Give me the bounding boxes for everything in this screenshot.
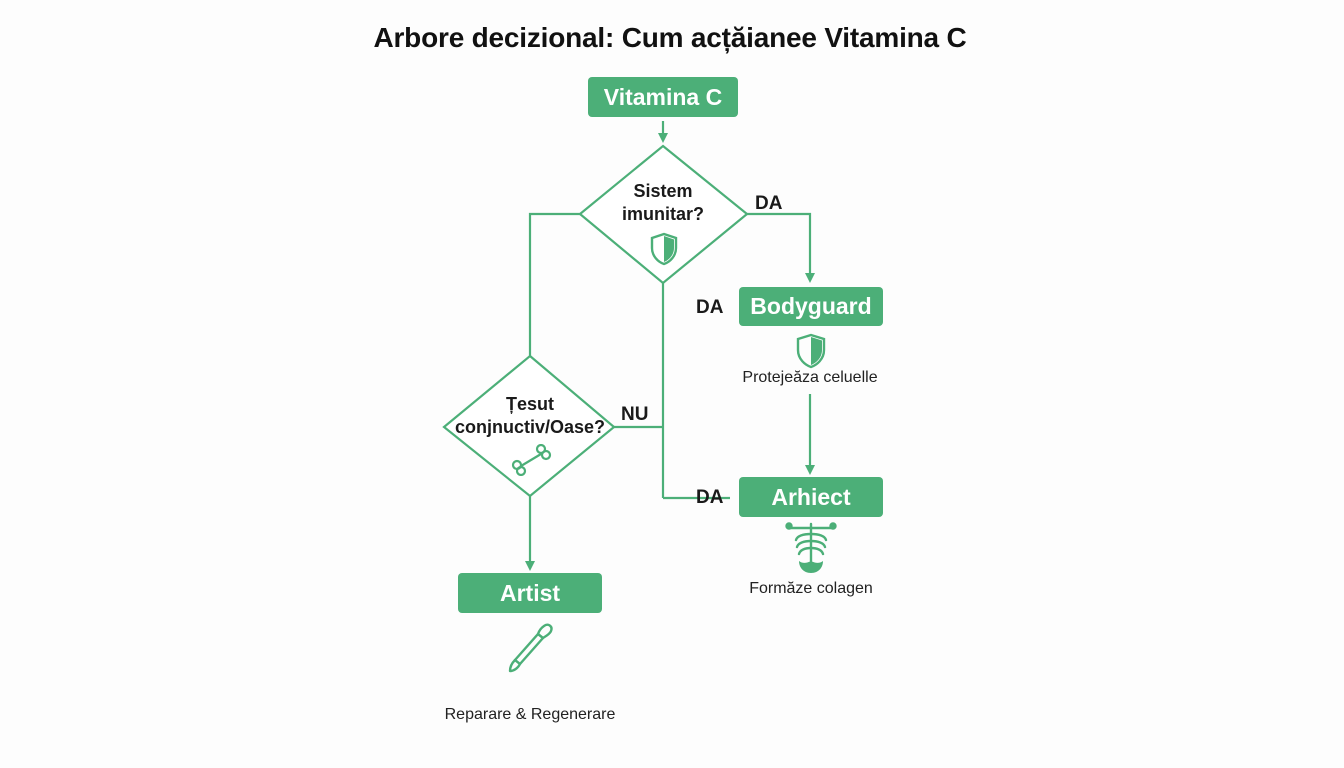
decision-immune-text: Sistem imunitar?: [600, 180, 726, 226]
decision-tissue-line1: Țesut: [505, 394, 554, 414]
node-vitamina-c-label: Vitamina C: [603, 83, 723, 110]
decision-immune-line2: imunitar?: [621, 204, 704, 224]
caption-architect: Formăze colagen: [749, 580, 873, 597]
edge-label-tissue-yes: DA: [696, 487, 724, 508]
node-artist: Artist: [458, 573, 602, 613]
shield-icon: [796, 333, 826, 369]
decision-tissue-text: Țesut conjnuctiv/Oase?: [444, 393, 616, 439]
skeleton-icon: [785, 522, 837, 573]
edge-label-center-yes: DA: [696, 297, 724, 318]
decision-immune-line1: Sistem: [633, 181, 693, 201]
node-vitamina-c: Vitamina C: [588, 77, 738, 117]
shield-icon: [650, 232, 678, 266]
node-bodyguard: Bodyguard: [739, 287, 883, 326]
edge-immune-yes: [747, 212, 815, 283]
diagram-title: Arbore decizional: Cum acțăianee Vitamin…: [373, 22, 967, 53]
node-architect-label: Arhiect: [771, 483, 851, 510]
edge-label-tissue-no: NU: [621, 404, 649, 425]
edge-label-immune-yes: DA: [755, 193, 783, 214]
caption-bodyguard: Protejeăza celuelle: [742, 369, 878, 386]
bone-icon: [511, 444, 552, 476]
decision-tissue-line2: conjnuctiv/Oase?: [454, 417, 606, 437]
node-artist-label: Artist: [499, 579, 561, 606]
caption-artist: Reparare & Regenerare: [444, 706, 616, 723]
node-architect: Arhiect: [739, 477, 883, 517]
node-bodyguard-label: Bodyguard: [750, 293, 872, 319]
paintbrush-icon: [508, 623, 553, 673]
edge-immune-left: [528, 212, 580, 356]
